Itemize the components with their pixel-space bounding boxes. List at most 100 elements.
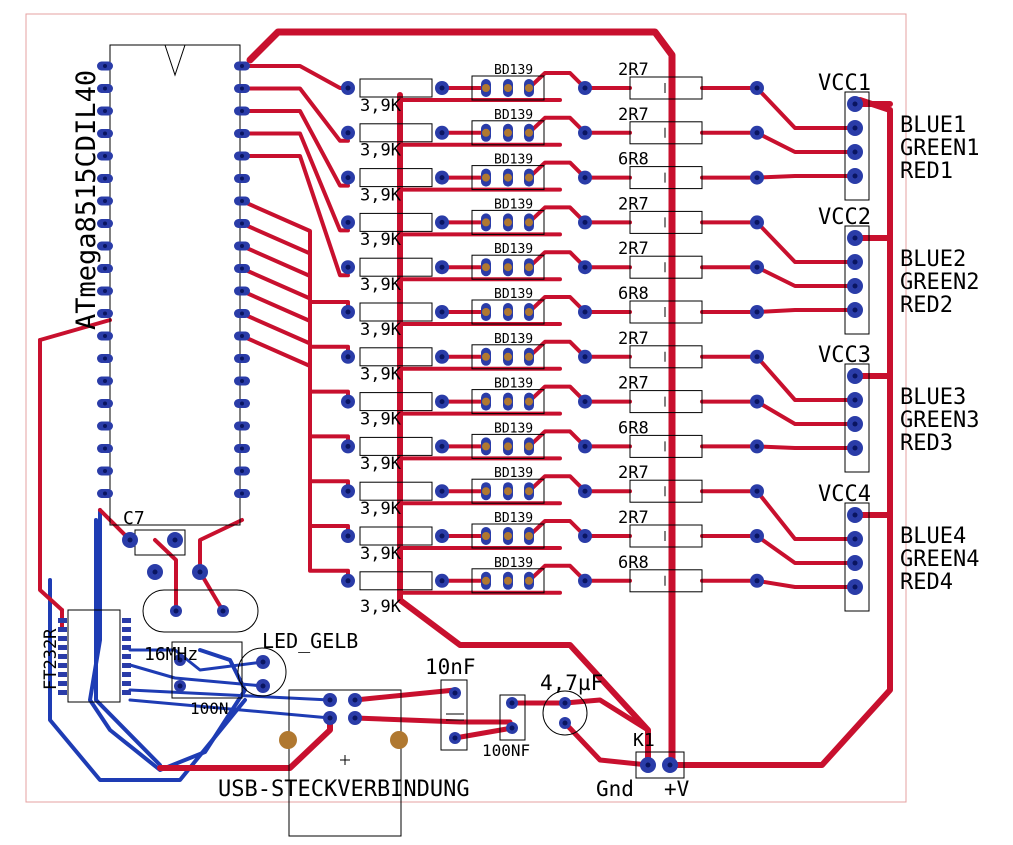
base-resistor-label: 3,9K — [360, 141, 402, 161]
pad-drill — [103, 356, 107, 361]
top-trace — [755, 399, 857, 426]
pad-drill — [754, 130, 760, 136]
pad-drill — [525, 84, 533, 92]
crystal-label: 16MHz — [144, 644, 198, 665]
led-label: LED_GELB — [262, 629, 358, 653]
pad-drill — [103, 469, 107, 473]
pad-drill — [525, 308, 533, 316]
pad-drill — [504, 442, 512, 451]
top-trace — [527, 115, 587, 135]
pad-drill — [127, 537, 133, 543]
pad-drill — [852, 235, 858, 241]
connector-body — [844, 91, 870, 201]
emitter-resistor-body — [629, 121, 703, 145]
top-trace — [527, 429, 587, 449]
transistor-body — [471, 165, 545, 191]
mcu-label: ATmega8515CDIL40 — [71, 70, 102, 330]
pad-drill — [582, 219, 588, 225]
pad-drill — [345, 309, 351, 315]
top-trace — [397, 92, 651, 768]
pad-drill — [504, 308, 512, 316]
emitter-resistor-label: 6R8 — [618, 418, 649, 438]
pad-drill — [439, 533, 445, 539]
pad-drill — [525, 442, 533, 451]
pad-drill — [240, 446, 244, 451]
top-trace — [352, 715, 513, 725]
ft232-pin — [58, 663, 67, 668]
pad-drill — [240, 469, 244, 473]
pad-drill — [582, 443, 588, 449]
emitter-resistor-body — [629, 255, 703, 279]
top-trace — [755, 534, 857, 565]
top-trace — [240, 244, 350, 404]
pad-drill — [509, 700, 515, 706]
pad-drill — [754, 175, 760, 181]
pad-drill — [345, 578, 351, 584]
component-pads — [58, 61, 863, 773]
base-resistor-body — [359, 123, 433, 143]
pad-drill — [582, 578, 588, 584]
ft232-pin — [122, 618, 131, 623]
pad-drill — [345, 85, 351, 91]
pad-drill — [327, 697, 333, 703]
pad-drill — [582, 130, 588, 136]
ft232-pin — [58, 672, 67, 677]
k1-label: K1 — [633, 730, 655, 751]
base-resistor-label: 3,9K — [360, 499, 402, 519]
pad-drill — [754, 309, 760, 315]
ft232-pin — [58, 654, 67, 659]
usb-mount-pad — [390, 731, 408, 749]
transistor-label: BD139 — [494, 511, 533, 526]
cap-10nf-label: 10nF — [425, 655, 476, 679]
ft232-pin — [122, 672, 131, 677]
connector-body — [844, 502, 870, 612]
base-resistor-label: 3,9K — [360, 454, 402, 474]
pad-drill — [240, 424, 244, 428]
pad-drill — [525, 576, 533, 585]
pad-drill — [103, 379, 107, 383]
base-resistor-body — [359, 526, 433, 546]
pad-drill — [103, 221, 107, 226]
pad-drill — [852, 125, 858, 131]
pad-drill — [103, 446, 107, 451]
connector-vcc-label: VCC4 — [818, 482, 871, 507]
pad-drill — [582, 309, 588, 315]
ft232-body — [67, 609, 121, 703]
crystal-body — [142, 589, 259, 633]
pad-drill — [525, 397, 533, 406]
pad-drill — [482, 576, 490, 585]
top-trace — [38, 338, 64, 612]
pad-drill — [103, 424, 107, 428]
gnd-label: Gnd — [596, 777, 634, 801]
emitter-resistor-label: 2R7 — [618, 194, 649, 214]
pad-drill — [220, 608, 226, 614]
emitter-resistor-label: 6R8 — [618, 553, 649, 573]
pad-drill — [582, 354, 588, 360]
connector-vcc-label: VCC3 — [818, 343, 871, 368]
emitter-resistor-label: 2R7 — [618, 239, 649, 259]
pad-drill — [504, 84, 512, 92]
pad-drill — [852, 397, 858, 403]
base-resistor-label: 3,9K — [360, 96, 402, 116]
connector-body — [844, 225, 870, 335]
pad-drill — [103, 199, 107, 203]
pad-drill — [352, 715, 358, 721]
pad-drill — [525, 218, 533, 227]
emitter-resistor-label: 2R7 — [618, 374, 649, 394]
pad-drill — [504, 173, 512, 182]
transistor-body — [471, 120, 545, 146]
pad-drill — [482, 84, 490, 92]
emitter-resistor-body — [629, 434, 703, 458]
pad-drill — [504, 532, 512, 540]
transistor-body — [471, 478, 545, 504]
pad-drill — [345, 533, 351, 539]
pad-drill — [754, 578, 760, 584]
pad-drill — [197, 569, 203, 575]
connector-channel-label: RED3 — [900, 431, 953, 456]
emitter-resistor-body — [629, 390, 703, 414]
pad-drill — [852, 584, 858, 590]
led-body — [237, 647, 287, 697]
emitter-resistor-label: 2R7 — [618, 60, 649, 80]
ft232-pin — [122, 663, 131, 668]
